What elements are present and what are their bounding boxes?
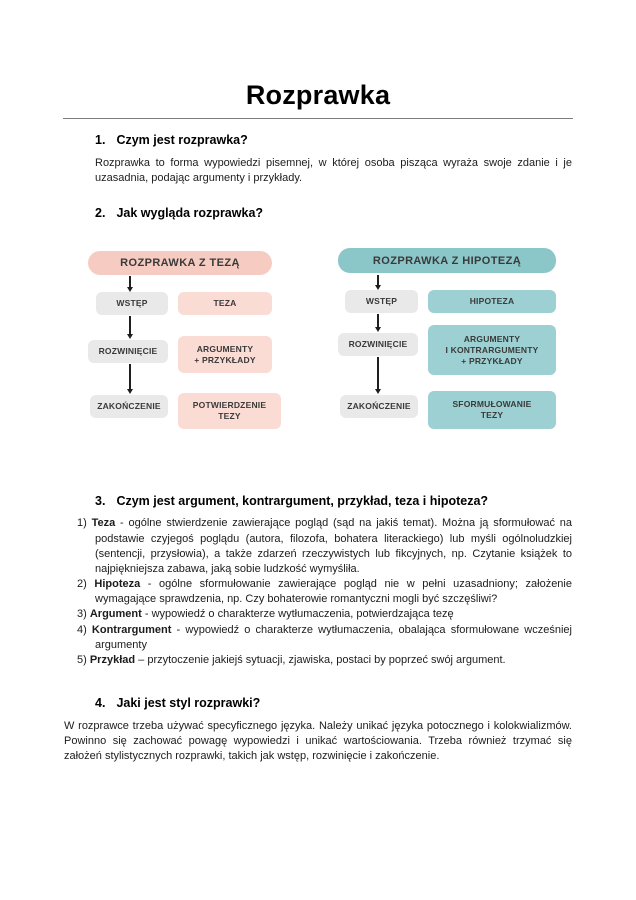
section-3-heading: 3. Czym jest argument, kontrargument, pr… — [95, 494, 572, 508]
item-term: Kontrargument — [91, 623, 172, 636]
flow-arrow — [129, 316, 131, 335]
item-text: - wypowiedź o charakterze wytłumaczenia,… — [95, 623, 572, 651]
thesis-step-rozwiniecie: ROZWINIĘCIE — [88, 340, 168, 364]
hypothesis-step-zakonczenie: ZAKOŃCZENIE — [340, 395, 418, 419]
document-title: Rozprawka — [245, 80, 391, 110]
thesis-content-argumenty: ARGUMENTY + PRZYKŁADY — [178, 336, 272, 374]
hypothesis-content-hipoteza: HIPOTEZA — [428, 290, 556, 314]
section-4-heading: 4. Jaki jest styl rozprawki? — [95, 696, 572, 710]
section-3-number: 3. — [95, 494, 106, 509]
definition-item-teza: 1) Teza - ogólne stwierdzenie zawierając… — [77, 516, 572, 577]
section-2-title: Jak wygląda rozprawka? — [116, 206, 264, 221]
hypothesis-step-wstep: WSTĘP — [345, 290, 418, 314]
section-1-heading: 1. Czym jest rozprawka? — [95, 133, 572, 147]
diagram-hypothesis-header: ROZPRAWKA Z HIPOTEZĄ — [338, 248, 556, 274]
item-number: 2) — [77, 578, 95, 591]
flow-arrow — [377, 275, 379, 286]
flow-arrow — [377, 357, 379, 390]
item-number: 5) — [77, 653, 90, 666]
section-4-number: 4. — [95, 696, 106, 711]
definition-item-kontrargument: 4) Kontrargument - wypowiedź o charakter… — [77, 623, 572, 653]
definition-item-argument: 3) Argument - wypowiedź o charakterze wy… — [77, 607, 572, 622]
item-text: - ogólne stwierdzenie zawierające pogląd… — [95, 517, 572, 575]
definition-item-przyklad: 5) Przykład – przytoczenie jakiejś sytua… — [77, 653, 572, 668]
item-term: Przykład — [89, 653, 136, 666]
item-term: Teza — [91, 517, 116, 530]
section-1-body: Rozprawka to forma wypowiedzi pisemnej, … — [95, 157, 572, 185]
section-3-title: Czym jest argument, kontrargument, przyk… — [116, 494, 489, 509]
item-number: 4) — [77, 623, 92, 636]
section-1-number: 1. — [95, 133, 106, 147]
flow-arrow — [129, 276, 131, 288]
section-2-heading: 2. Jak wygląda rozprawka? — [95, 206, 572, 220]
item-number: 3) — [77, 608, 90, 621]
diagram-thesis-header: ROZPRAWKA Z TEZĄ — [88, 251, 272, 276]
essay-structure-diagrams: ROZPRAWKA Z TEZĄ WSTĘP TEZA ROZWINIĘCIE … — [0, 248, 636, 448]
section-4-body: W rozprawce trzeba używać specyficznego … — [64, 720, 572, 763]
definition-list: 1) Teza - ogólne stwierdzenie zawierając… — [77, 516, 572, 668]
hypothesis-step-rozwiniecie: ROZWINIĘCIE — [338, 333, 418, 357]
flow-arrow — [129, 364, 131, 390]
section-1-title: Czym jest rozprawka? — [116, 133, 248, 147]
item-text: – przytoczenie jakiejś sytuacji, zjawisk… — [135, 653, 506, 666]
section-2-number: 2. — [95, 206, 106, 221]
item-term: Hipoteza — [94, 578, 141, 591]
thesis-content-potwierdzenie: POTWIERDZENIE TEZY — [178, 393, 281, 430]
hypothesis-content-sformulowanie: SFORMUŁOWANIE TEZY — [428, 391, 556, 430]
item-text: - ogólne sformułowanie zawierające poglą… — [95, 578, 572, 606]
hypothesis-content-argumenty: ARGUMENTY I KONTRARGUMENTY + PRZYKŁADY — [428, 325, 556, 376]
thesis-step-wstep: WSTĘP — [96, 292, 168, 316]
flow-arrow — [377, 314, 379, 328]
item-text: - wypowiedź o charakterze wytłumaczenia,… — [141, 608, 454, 621]
section-4-title: Jaki jest styl rozprawki? — [116, 696, 261, 711]
thesis-content-teza: TEZA — [178, 292, 272, 316]
item-number: 1) — [77, 517, 92, 530]
thesis-step-zakonczenie: ZAKOŃCZENIE — [90, 395, 168, 419]
item-term: Argument — [89, 608, 142, 621]
title-divider — [63, 118, 573, 119]
definition-item-hipoteza: 2) Hipoteza - ogólne sformułowanie zawie… — [77, 577, 572, 607]
